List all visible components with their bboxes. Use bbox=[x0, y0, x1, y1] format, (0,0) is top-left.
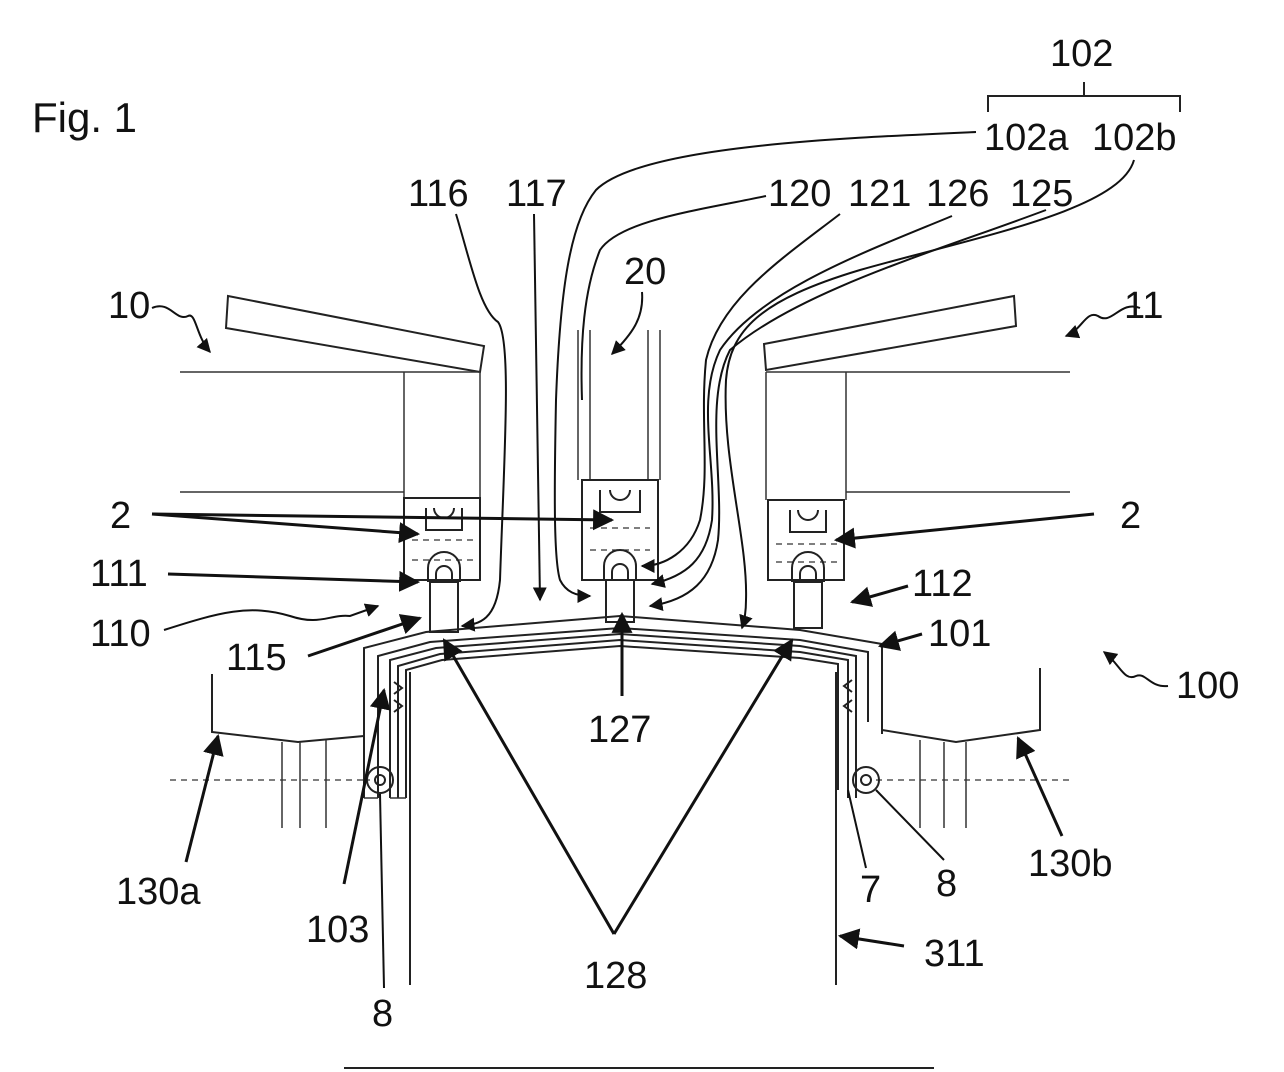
label-116: 116 bbox=[408, 173, 469, 215]
label-111: 111 bbox=[90, 553, 148, 595]
label-102a: 102a bbox=[984, 117, 1069, 159]
left-column bbox=[404, 372, 480, 632]
label-110: 110 bbox=[90, 613, 151, 655]
right-plate bbox=[764, 296, 1016, 370]
label-8-right: 8 bbox=[936, 863, 957, 905]
label-130b: 130b bbox=[1028, 843, 1113, 885]
label-101: 101 bbox=[928, 613, 991, 655]
label-128: 128 bbox=[584, 955, 647, 997]
left-plate bbox=[226, 296, 484, 372]
label-112: 112 bbox=[912, 563, 973, 605]
label-102: 102 bbox=[1050, 33, 1113, 75]
right-column bbox=[766, 372, 846, 628]
label-126: 126 bbox=[926, 173, 989, 215]
center-column bbox=[578, 330, 660, 622]
label-117: 117 bbox=[506, 173, 567, 215]
label-8-bottom: 8 bbox=[372, 993, 393, 1035]
reference-numerals: 102 102a 102b 116 117 120 121 126 125 20… bbox=[90, 33, 1239, 1035]
brace-102 bbox=[988, 82, 1180, 112]
label-2-right: 2 bbox=[1120, 495, 1141, 537]
label-7: 7 bbox=[860, 869, 881, 911]
label-125: 125 bbox=[1010, 173, 1073, 215]
label-20: 20 bbox=[624, 251, 666, 293]
label-120: 120 bbox=[768, 173, 831, 215]
label-102b: 102b bbox=[1092, 117, 1177, 159]
label-103: 103 bbox=[306, 909, 369, 951]
label-311: 311 bbox=[924, 933, 985, 975]
label-10: 10 bbox=[108, 285, 150, 327]
rollers bbox=[367, 767, 879, 793]
label-11: 11 bbox=[1124, 285, 1163, 327]
label-2-left: 2 bbox=[110, 495, 131, 537]
label-130a: 130a bbox=[116, 871, 201, 913]
label-115: 115 bbox=[226, 637, 287, 679]
label-121: 121 bbox=[848, 173, 911, 215]
label-100: 100 bbox=[1176, 665, 1239, 707]
label-127: 127 bbox=[588, 709, 651, 751]
figure-title: Fig. 1 bbox=[32, 94, 137, 141]
